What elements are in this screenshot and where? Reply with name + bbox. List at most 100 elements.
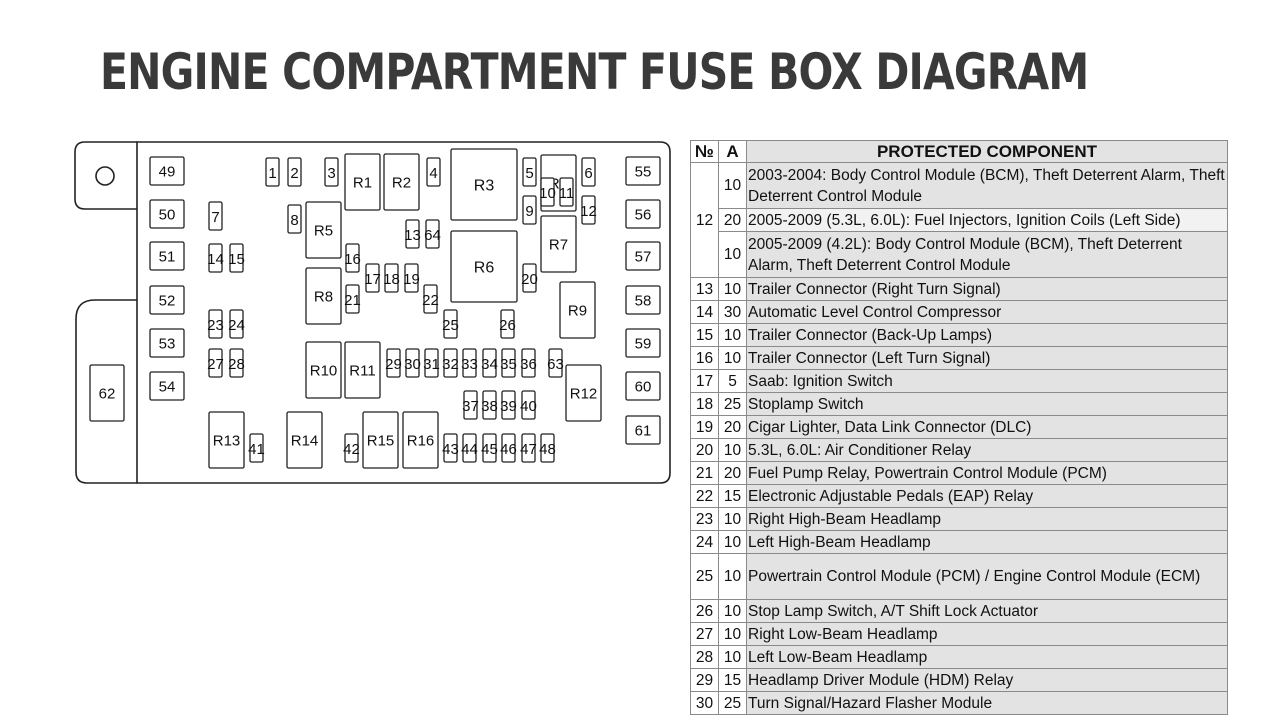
fuse-component-cell: Trailer Connector (Back-Up Lamps) bbox=[746, 323, 1228, 347]
large-fuse-55: 55 bbox=[625, 156, 661, 186]
mini-fuse-39-outline bbox=[501, 390, 516, 420]
mini-fuse-9-outline bbox=[522, 195, 537, 225]
relay-r15: R15 bbox=[362, 411, 399, 469]
fuse-amps-cell: 10 bbox=[718, 553, 747, 600]
fuse-component-cell: 2005-2009 (5.3L, 6.0L): Fuel Injectors, … bbox=[746, 208, 1228, 232]
large-fuse-57-label: 57 bbox=[635, 248, 652, 265]
relay-r10: R10 bbox=[305, 341, 342, 399]
table-header-row: № A PROTECTED COMPONENT bbox=[690, 140, 1228, 163]
mini-fuse-20-label: 20 bbox=[521, 271, 538, 288]
header-component: PROTECTED COMPONENT bbox=[746, 140, 1228, 163]
fuse-number-cell: 26 bbox=[690, 599, 719, 623]
mini-fuse-4-outline bbox=[426, 157, 441, 187]
fuse-box-housing bbox=[136, 141, 671, 484]
mini-fuse-2-outline bbox=[287, 157, 302, 187]
relay-r12-outline bbox=[565, 364, 602, 422]
mini-fuse-23-label: 23 bbox=[207, 317, 224, 334]
relay-r11-label: R11 bbox=[349, 362, 375, 379]
fuse-component-cell: Fuel Pump Relay, Powertrain Control Modu… bbox=[746, 461, 1228, 485]
mini-fuse-41-label: 41 bbox=[248, 441, 265, 458]
mini-fuse-29-outline bbox=[386, 348, 401, 378]
mini-fuse-17: 17 bbox=[364, 263, 381, 293]
mini-fuse-43-label: 43 bbox=[442, 441, 459, 458]
mini-fuse-46: 46 bbox=[500, 433, 517, 463]
mini-fuse-40: 40 bbox=[520, 390, 537, 420]
fuse-component-cell: Automatic Level Control Compressor bbox=[746, 300, 1228, 324]
relay-r1-label: R1 bbox=[353, 174, 372, 191]
mini-fuse-4: 4 bbox=[426, 157, 441, 187]
relay-r3-label: R3 bbox=[474, 177, 495, 194]
mini-fuse-27-label: 27 bbox=[207, 356, 224, 373]
mini-fuse-6-label: 6 bbox=[584, 165, 592, 182]
large-fuse-56: 56 bbox=[625, 199, 661, 229]
fuse-amps-cell: 10 bbox=[718, 277, 747, 301]
relay-r15-label: R15 bbox=[367, 432, 395, 449]
fuse-amps-cell: 25 bbox=[718, 392, 747, 416]
relay-r15-outline bbox=[362, 411, 399, 469]
mini-fuse-19-outline bbox=[404, 263, 419, 293]
large-fuse-53-label: 53 bbox=[159, 335, 176, 352]
relay-r8: R8 bbox=[305, 267, 342, 325]
mini-fuse-11-label: 11 bbox=[559, 185, 575, 202]
mini-fuse-63-label: 63 bbox=[547, 356, 564, 373]
mini-fuse-36-label: 36 bbox=[520, 356, 537, 373]
large-fuse-52-label: 52 bbox=[159, 292, 176, 309]
mini-fuse-32: 32 bbox=[442, 348, 459, 378]
mini-fuse-38-label: 38 bbox=[481, 398, 498, 415]
relay-r7: R7 bbox=[540, 215, 577, 273]
mini-fuse-27-outline bbox=[208, 348, 223, 378]
relay-r6-outline bbox=[450, 230, 518, 303]
mini-fuse-10-outline bbox=[540, 177, 555, 207]
mini-fuse-40-outline bbox=[521, 390, 536, 420]
large-fuse-56-label: 56 bbox=[635, 206, 652, 223]
relay-r1: R1 bbox=[344, 153, 381, 211]
fuse-number-cell: 12 bbox=[690, 162, 719, 278]
mini-fuse-2-label: 2 bbox=[290, 165, 298, 182]
mini-fuse-43: 43 bbox=[442, 433, 459, 463]
mini-fuse-24: 24 bbox=[228, 309, 245, 339]
large-fuse-55-outline bbox=[625, 156, 661, 186]
mini-fuse-46-outline bbox=[501, 433, 516, 463]
mini-fuse-5-outline bbox=[522, 157, 537, 187]
relay-r9-label: R9 bbox=[568, 302, 587, 319]
large-fuse-56-outline bbox=[625, 199, 661, 229]
large-fuse-54-outline bbox=[149, 371, 185, 401]
relay-r5-outline bbox=[305, 201, 342, 259]
mini-fuse-39: 39 bbox=[500, 390, 517, 420]
fuse-number-cell: 24 bbox=[690, 530, 719, 554]
fuse-number-cell: 15 bbox=[690, 323, 719, 347]
mini-fuse-34: 34 bbox=[481, 348, 498, 378]
fuse-number-cell: 13 bbox=[690, 277, 719, 301]
large-fuse-54-label: 54 bbox=[159, 378, 176, 395]
fuse-amps-cell: 10 bbox=[718, 645, 747, 669]
mini-fuse-16: 16 bbox=[344, 243, 361, 273]
fuse-number-cell: 29 bbox=[690, 668, 719, 692]
mini-fuse-40-label: 40 bbox=[520, 398, 537, 415]
fuse-amps-cell: 20 bbox=[718, 208, 747, 232]
mini-fuse-47-outline bbox=[521, 433, 536, 463]
fuse-amps-cell: 10 bbox=[718, 507, 747, 531]
mini-fuse-24-label: 24 bbox=[228, 317, 245, 334]
mini-fuse-5-label: 5 bbox=[525, 165, 533, 182]
mini-fuse-23: 23 bbox=[207, 309, 224, 339]
page-title: ENGINE COMPARTMENT FUSE BOX DIAGRAM bbox=[100, 43, 1089, 101]
fuse-amps-cell: 20 bbox=[718, 461, 747, 485]
mini-fuse-48-label: 48 bbox=[539, 441, 556, 458]
mini-fuse-14-label: 14 bbox=[207, 251, 224, 268]
mini-fuse-44-outline bbox=[462, 433, 477, 463]
fuse-number-cell: 27 bbox=[690, 622, 719, 646]
fuse-amps-cell: 5 bbox=[718, 369, 747, 393]
mini-fuse-4-label: 4 bbox=[429, 165, 437, 182]
large-fuse-60-label: 60 bbox=[635, 378, 652, 395]
mini-fuse-64-label: 64 bbox=[424, 227, 441, 244]
fuse-number-cell: 17 bbox=[690, 369, 719, 393]
fuse-number-cell: 16 bbox=[690, 346, 719, 370]
relay-r3: R3 bbox=[450, 148, 518, 221]
relay-r14-label: R14 bbox=[291, 432, 319, 449]
mini-fuse-45-outline bbox=[482, 433, 497, 463]
